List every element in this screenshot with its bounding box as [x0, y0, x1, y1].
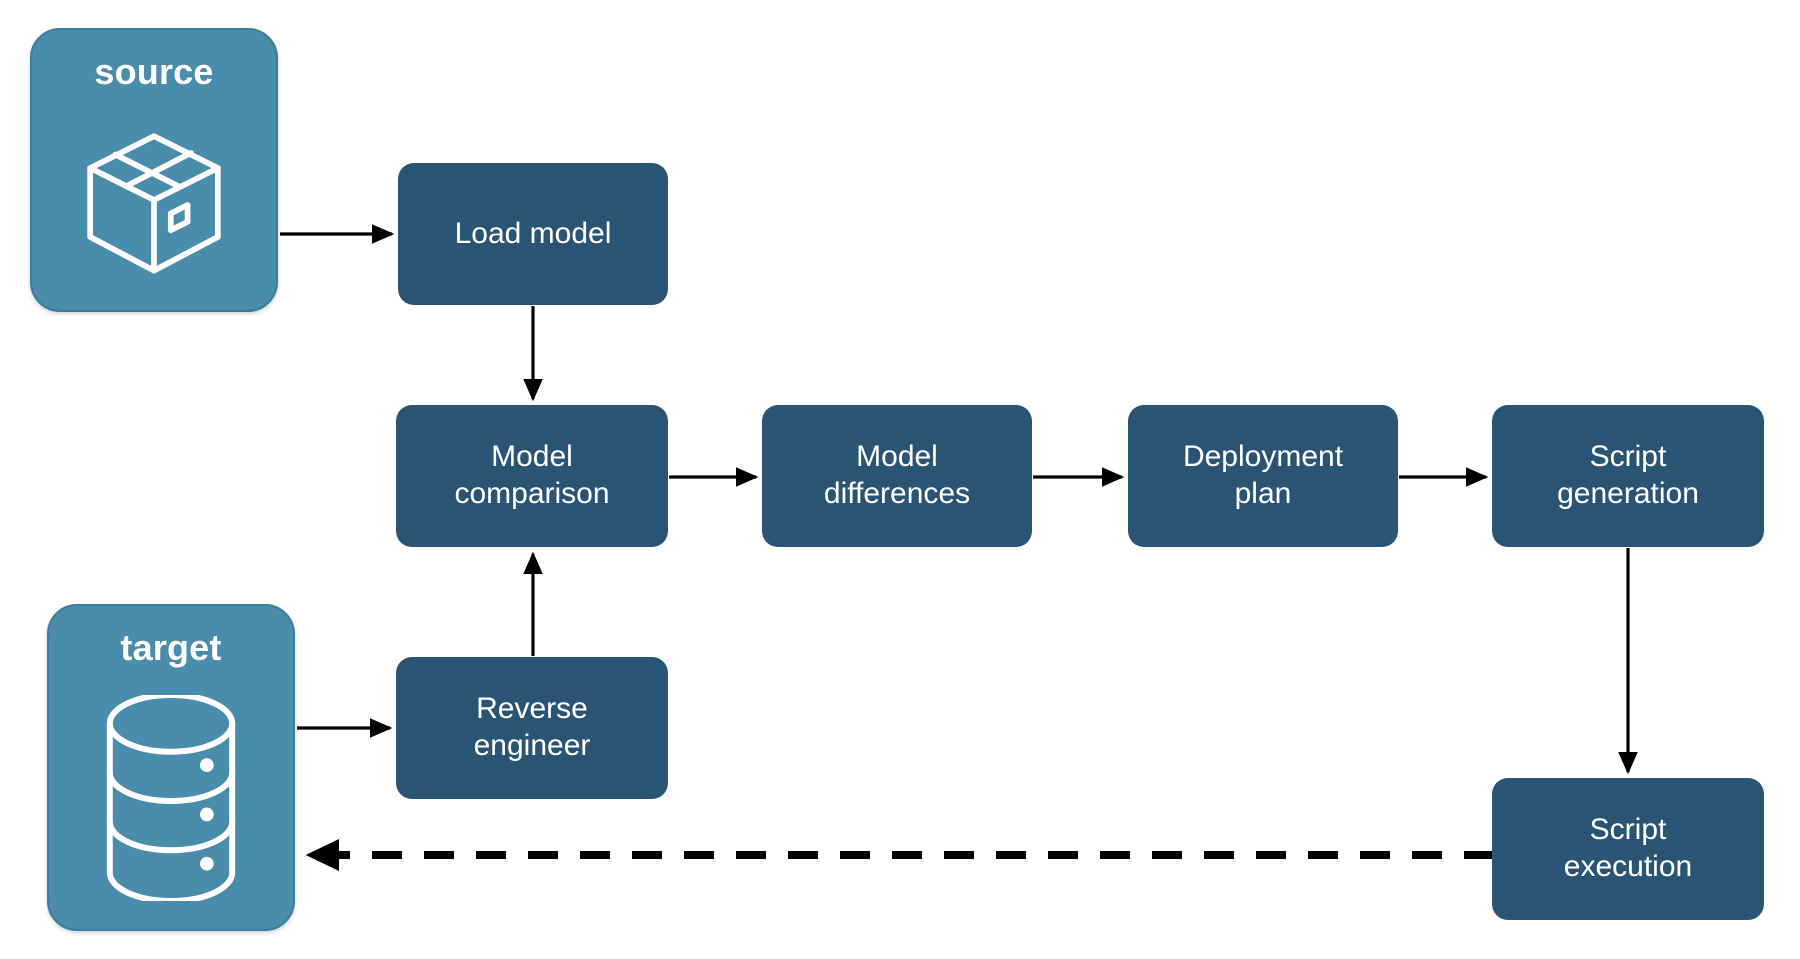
- node-script-generation-line-1: Script: [1589, 440, 1667, 474]
- node-load-model-line-1: Load model: [454, 216, 612, 250]
- node-model-differences[interactable]: Model differences: [762, 405, 1032, 547]
- endpoint-target-label: target: [120, 627, 222, 668]
- node-script-generation[interactable]: Script generation: [1492, 405, 1764, 547]
- node-reverse-engineer-line-1: Reverse: [476, 692, 588, 726]
- database-cylinder-icon: [49, 666, 293, 929]
- node-deployment-plan-line-2: plan: [1234, 477, 1292, 510]
- node-reverse-engineer-line-2: engineer: [473, 729, 591, 762]
- node-model-comparison-line-1: Model: [491, 440, 573, 474]
- node-reverse-engineer[interactable]: Reverse engineer: [396, 657, 668, 799]
- node-model-differences-line-1: Model: [856, 440, 938, 474]
- node-deployment-plan[interactable]: Deployment plan: [1128, 405, 1398, 547]
- endpoint-source[interactable]: source: [30, 28, 278, 312]
- node-model-differences-line-2: differences: [823, 477, 971, 510]
- node-model-comparison[interactable]: Model comparison: [396, 405, 668, 547]
- node-script-execution[interactable]: Script execution: [1492, 778, 1764, 920]
- package-box-icon: [32, 90, 276, 310]
- endpoint-target[interactable]: target: [47, 604, 295, 931]
- node-load-model[interactable]: Load model: [398, 163, 668, 305]
- endpoint-source-label: source: [94, 51, 214, 92]
- node-script-generation-line-2: generation: [1557, 477, 1699, 510]
- node-model-comparison-line-2: comparison: [454, 477, 610, 510]
- node-script-execution-line-1: Script: [1589, 813, 1667, 847]
- node-deployment-plan-line-1: Deployment: [1182, 440, 1344, 474]
- node-script-execution-line-2: execution: [1563, 850, 1693, 883]
